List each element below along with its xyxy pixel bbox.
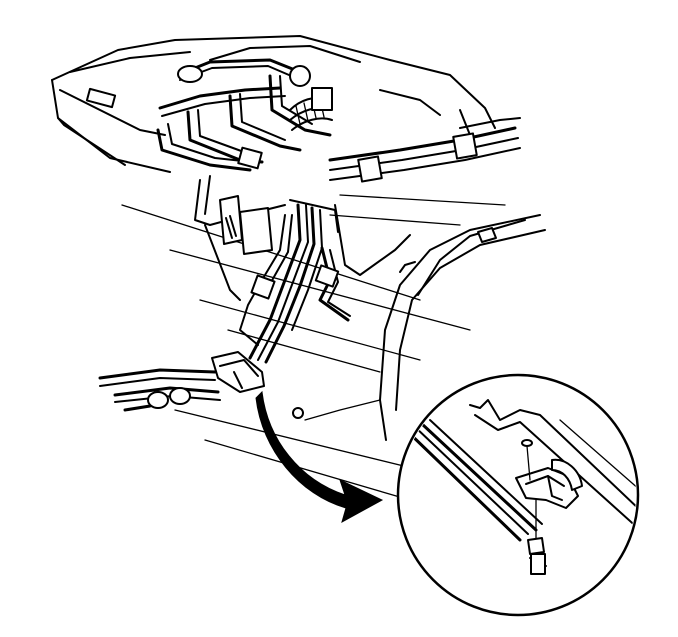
fuel-lines-upper bbox=[156, 58, 521, 183]
sender-plug bbox=[311, 87, 333, 111]
frame-rail bbox=[304, 214, 546, 441]
line-fitting-front-a bbox=[147, 391, 169, 409]
tank-label-pad bbox=[85, 87, 117, 109]
mounting-block-b bbox=[239, 207, 273, 255]
line-retainer-center bbox=[357, 155, 383, 183]
floor-line-clip bbox=[98, 351, 304, 419]
callout-arrow-shape bbox=[255, 390, 384, 524]
detail-clip-hook bbox=[551, 458, 583, 491]
detail-mount-hole bbox=[521, 439, 533, 447]
callout-arrow bbox=[255, 390, 384, 524]
line-fitting-front-b bbox=[169, 387, 191, 405]
frame-tab bbox=[477, 227, 497, 243]
hose-coupling-left bbox=[177, 65, 203, 83]
line-clip-mid bbox=[250, 274, 276, 300]
fuel-sender-connector bbox=[177, 65, 333, 131]
floor-bolt-hole bbox=[292, 407, 304, 419]
detail-bolt-shank bbox=[530, 553, 546, 575]
fuel-lines-lower bbox=[239, 203, 351, 364]
detail-view bbox=[396, 373, 640, 617]
detail-line-1 bbox=[404, 428, 522, 542]
line-retainer-left bbox=[237, 146, 263, 170]
detail-line-2 bbox=[420, 422, 538, 532]
line-retainer-right bbox=[452, 132, 478, 160]
floor-clip-body bbox=[211, 351, 265, 393]
line-clip-upper bbox=[314, 264, 340, 288]
fuel-tank bbox=[51, 35, 496, 301]
bracket-assembly bbox=[194, 175, 339, 255]
detail-bolt-head bbox=[527, 537, 545, 555]
hose-coupling-top bbox=[289, 65, 311, 87]
